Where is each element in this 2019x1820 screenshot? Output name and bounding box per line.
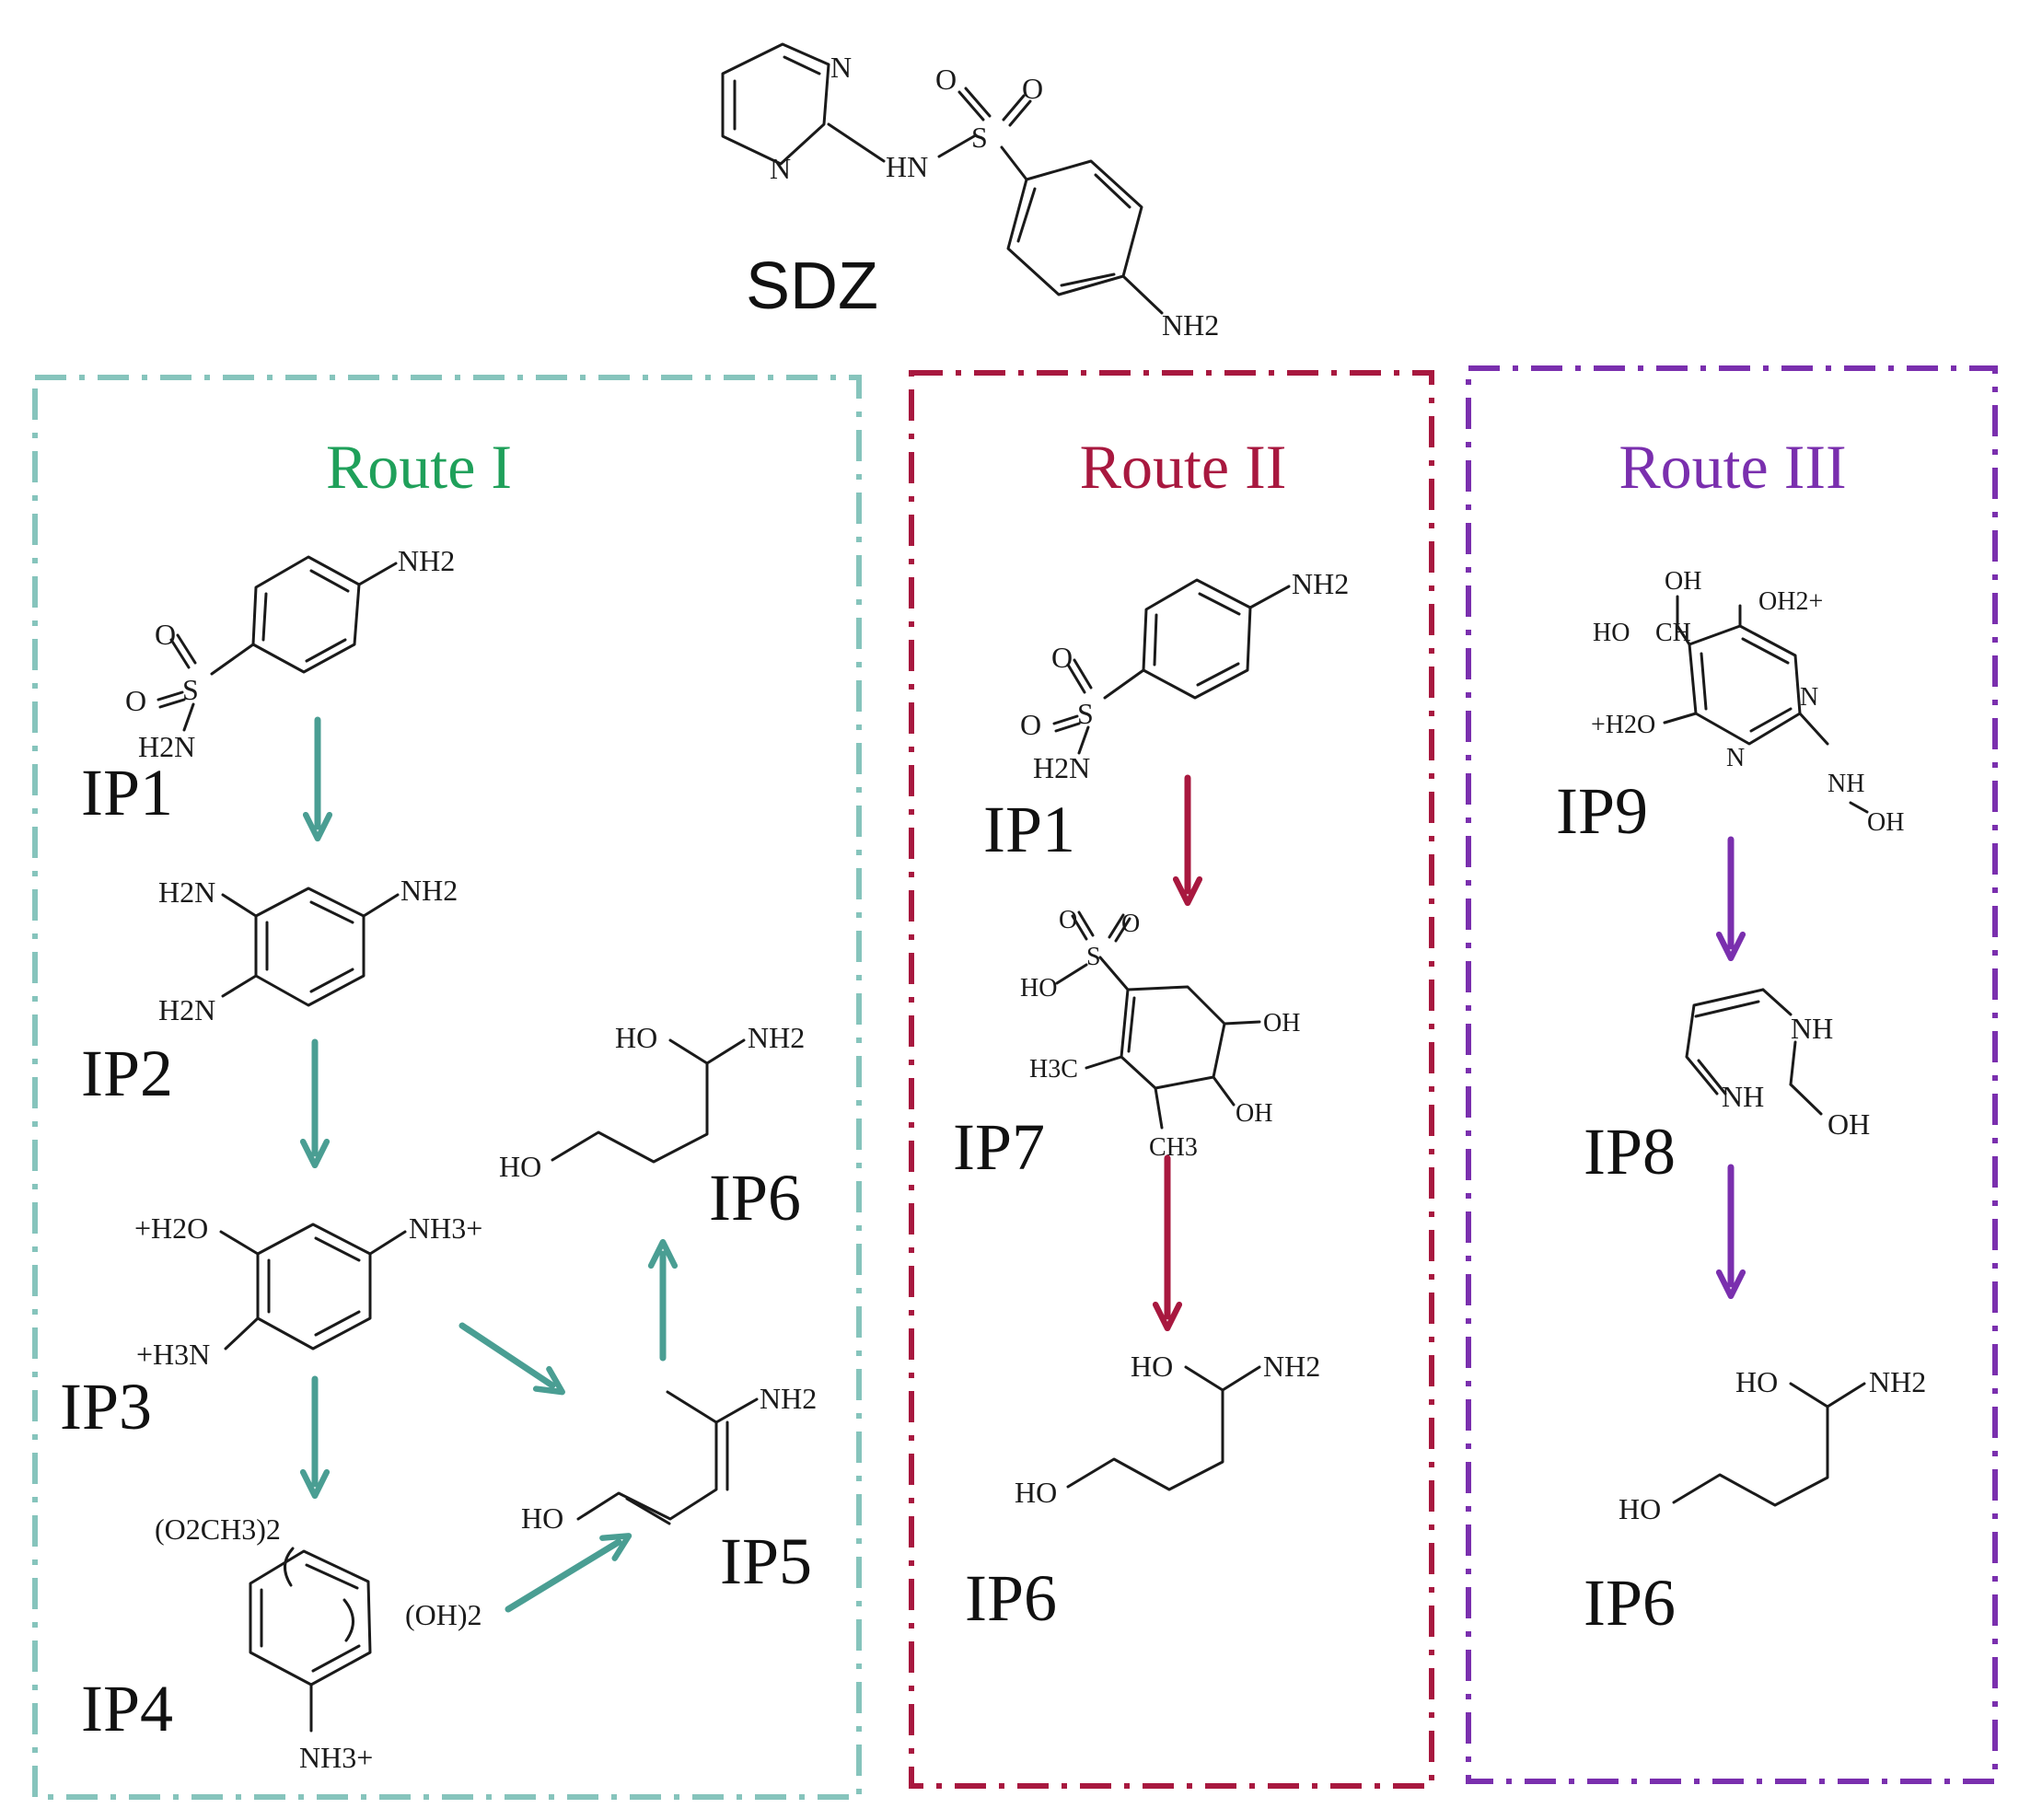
- route-1-frame: [32, 375, 862, 1800]
- route-3-ip9-atom-oh2: OH2+: [1758, 587, 1823, 616]
- route-2-frame: [909, 370, 1434, 1789]
- sdz-atom-hn: HN: [886, 150, 928, 183]
- route-2-ip6-atom-nh2: NH2: [1263, 1350, 1320, 1383]
- route-2-ip7-atom-h3c: H3C: [1029, 1055, 1078, 1084]
- route-3-ip8-label: IP8: [1584, 1115, 1676, 1188]
- route-1-ip2-atom-h2n-bottom: H2N: [158, 993, 215, 1026]
- route-1-ip3-structure: +H2O NH3+ +H3N: [134, 1211, 482, 1371]
- route-1-ip1-atom-s: S: [182, 673, 199, 706]
- route-2-ip1-label: IP1: [983, 793, 1075, 866]
- route-1-ip6-atom-nh2: NH2: [748, 1021, 805, 1054]
- route-1-ip4-atom-oh2: (OH)2: [405, 1598, 482, 1631]
- route-2-ip1-atom-nh2: NH2: [1292, 567, 1349, 600]
- sdz-atom-nh2: NH2: [1162, 308, 1219, 342]
- route-2-ip7-atom-o2: O: [1121, 910, 1140, 938]
- route-3-ip6-structure: HO NH2 HO: [1619, 1365, 1926, 1525]
- route-1-ip5-label: IP5: [720, 1524, 812, 1598]
- route-2-ip1-structure: NH2 O O S H2N: [1020, 567, 1349, 784]
- route-3-ip9-label: IP9: [1556, 774, 1648, 848]
- sdz-atom-n-lower: N: [770, 152, 791, 185]
- route-1-ip3-label: IP3: [60, 1370, 152, 1443]
- route-1-ip6-structure: HO NH2 HO: [499, 1021, 805, 1183]
- route-2-ip7-atom-ho: HO: [1020, 974, 1057, 1003]
- route-2-ip7-atom-s: S: [1086, 943, 1101, 971]
- route-2-ip7-atom-ch3: CH3: [1149, 1133, 1198, 1162]
- route-3-ip9-structure: OH HO CH OH2+ N +H2O N NH OH: [1591, 567, 1904, 837]
- route-2-ip7-atom-o1: O: [1059, 906, 1077, 934]
- route-1-arrow-ip4-ip5: [505, 1533, 632, 1613]
- route-1-arrow-ip3-ip5: [458, 1322, 565, 1396]
- route-2-ip1-atom-h2n: H2N: [1033, 751, 1090, 784]
- route-3-ip8-structure: NH NH OH: [1685, 988, 1870, 1141]
- route-3-ip9-atom-h2o: +H2O: [1591, 711, 1655, 739]
- route-1-ip2-structure: H2N NH2 H2N: [158, 874, 458, 1026]
- sdz-label: SDZ: [746, 249, 878, 323]
- route-2-ip6-atom-ho-bottom: HO: [1015, 1476, 1057, 1509]
- route-2-ip6-atom-ho-top: HO: [1131, 1350, 1173, 1383]
- route-3-ip6-atom-ho-bottom: HO: [1619, 1492, 1661, 1525]
- route-2-ip1-atom-o2: O: [1020, 708, 1041, 741]
- route-3-ip9-atom-oh-bottom: OH: [1867, 808, 1904, 837]
- route-3-ip9-atom-n-right: N: [1800, 683, 1818, 712]
- route-3-ip6-label: IP6: [1584, 1566, 1676, 1640]
- route-1-ip4-atom-o2ch3: (O2CH3)2: [155, 1513, 281, 1546]
- route-1-ip3-atom-h2o: +H2O: [134, 1211, 208, 1245]
- route-1-ip3-atom-nh3: NH3+: [409, 1211, 482, 1245]
- route-1-ip1-structure: NH2 O O S H2N: [125, 544, 455, 763]
- route-2-ip6-label: IP6: [965, 1561, 1057, 1635]
- route-3-ip9-atom-ch: CH: [1655, 619, 1691, 647]
- route-3-title: Route III: [1619, 432, 1846, 502]
- route-2-title: Route II: [1080, 432, 1287, 502]
- sdz-atom-o-left: O: [935, 63, 957, 96]
- route-3-ip9-atom-ho: HO: [1593, 619, 1630, 647]
- route-1-ip5-atom-nh2: NH2: [760, 1382, 817, 1415]
- route-1-ip3-atom-h3n: +H3N: [136, 1338, 210, 1371]
- route-1-ip4-atom-nh3: NH3+: [299, 1741, 373, 1774]
- route-3-ip6-atom-nh2: NH2: [1869, 1365, 1926, 1398]
- route-1-title: Route I: [326, 432, 512, 502]
- route-3-ip9-atom-nh: NH: [1828, 770, 1864, 798]
- sdz-atom-o-right: O: [1022, 72, 1043, 105]
- route-3-ip8-atom-oh: OH: [1828, 1107, 1870, 1141]
- route-1-ip1-atom-nh2: NH2: [398, 544, 455, 577]
- route-1-ip4-label: IP4: [81, 1672, 173, 1745]
- route-2-ip7-structure: O O S HO OH H3C OH CH3: [1020, 906, 1300, 1162]
- route-1-ip1-atom-h2n: H2N: [138, 730, 195, 763]
- route-2-ip1-atom-o1: O: [1051, 641, 1073, 674]
- route-1-ip6-atom-ho-bottom: HO: [499, 1150, 541, 1183]
- route-1-ip2-atom-h2n-top: H2N: [158, 875, 215, 909]
- route-1-ip4-structure: (O2CH3)2 (OH)2 NH3+: [155, 1513, 482, 1774]
- route-1-ip6-atom-ho-top: HO: [615, 1021, 657, 1054]
- route-2-ip6-structure: HO NH2 HO: [1015, 1350, 1320, 1509]
- route-1-ip1-atom-o1: O: [155, 618, 176, 651]
- route-1-ip5-structure: NH2 HO: [521, 1382, 817, 1535]
- route-3-ip8-atom-nh-bottom: NH: [1722, 1080, 1764, 1113]
- route-1-ip1-atom-o2: O: [125, 684, 146, 717]
- route-1-ip5-atom-ho: HO: [521, 1501, 563, 1535]
- route-1-ip2-atom-nh2: NH2: [400, 874, 458, 907]
- route-3-ip6-atom-ho-top: HO: [1735, 1365, 1778, 1398]
- route-2-ip7-atom-oh-bottom: OH: [1236, 1099, 1272, 1128]
- sdz-atom-n-upper: N: [830, 51, 852, 84]
- route-1-ip1-label: IP1: [81, 756, 173, 829]
- sdz-atom-s: S: [971, 121, 988, 154]
- route-1-ip6-label: IP6: [709, 1161, 801, 1235]
- route-2-ip7-atom-oh-right: OH: [1263, 1009, 1300, 1038]
- route-3-ip8-atom-nh-right: NH: [1791, 1012, 1833, 1045]
- route-3-ip9-atom-n-bottom: N: [1726, 744, 1745, 772]
- route-1-ip2-label: IP2: [81, 1037, 173, 1110]
- route-2-ip1-atom-s: S: [1077, 697, 1094, 730]
- sdz-structure: N N HN S O O NH2: [721, 42, 1219, 342]
- route-2-ip7-label: IP7: [953, 1110, 1045, 1184]
- route-3-ip9-atom-oh-top: OH: [1665, 567, 1701, 596]
- route-3-frame: [1466, 365, 1998, 1784]
